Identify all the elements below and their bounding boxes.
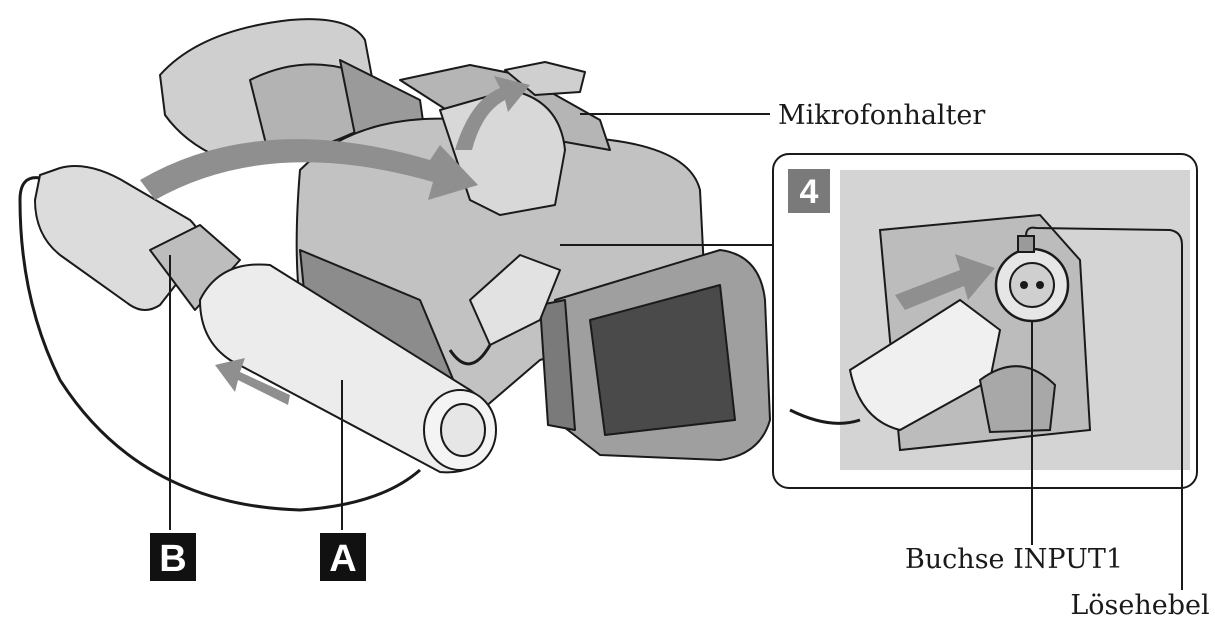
microphone-holder-clip xyxy=(504,61,586,96)
microphone-mid xyxy=(149,224,241,311)
input1-pin-right xyxy=(1036,281,1044,289)
input-jack-label: Buchse INPUT1 xyxy=(905,544,1123,575)
lens-ring xyxy=(539,299,576,431)
release-lever-label: Lösehebel xyxy=(1070,590,1209,621)
insert-arrow-straight xyxy=(215,358,290,405)
callout-lines xyxy=(169,113,1183,590)
camcorder-illustration xyxy=(18,18,771,512)
inset-cable xyxy=(789,408,861,425)
marker-a-label: A xyxy=(329,538,356,580)
inset-insert-arrow xyxy=(895,254,995,310)
connector-cable xyxy=(448,344,492,366)
marker-a-box xyxy=(320,533,366,581)
motion-arrows xyxy=(140,76,530,405)
input1-jack-inner xyxy=(1009,262,1055,308)
open-holder-arrow xyxy=(455,76,530,150)
lens-hood-opening xyxy=(589,284,736,436)
marker-b-label: B xyxy=(159,538,186,580)
microphone-windscreen-tip-inner xyxy=(440,403,486,457)
inset-plug xyxy=(848,298,1002,432)
inset-cap xyxy=(978,365,1057,434)
microphone-cable xyxy=(18,176,421,512)
release-lever-knob xyxy=(1017,235,1035,253)
inset-detail: 4 xyxy=(772,153,1198,489)
mic-holder-label: Mikrofonhalter xyxy=(778,100,985,131)
insert-arrow-curved xyxy=(140,139,478,200)
step-marker-box xyxy=(788,169,830,213)
input1-pin-left xyxy=(1020,281,1028,289)
release-lever-leader xyxy=(1025,226,1183,590)
connector-plug xyxy=(469,254,561,346)
step-marker-label: 4 xyxy=(800,173,819,211)
marker-b-box xyxy=(150,533,196,581)
